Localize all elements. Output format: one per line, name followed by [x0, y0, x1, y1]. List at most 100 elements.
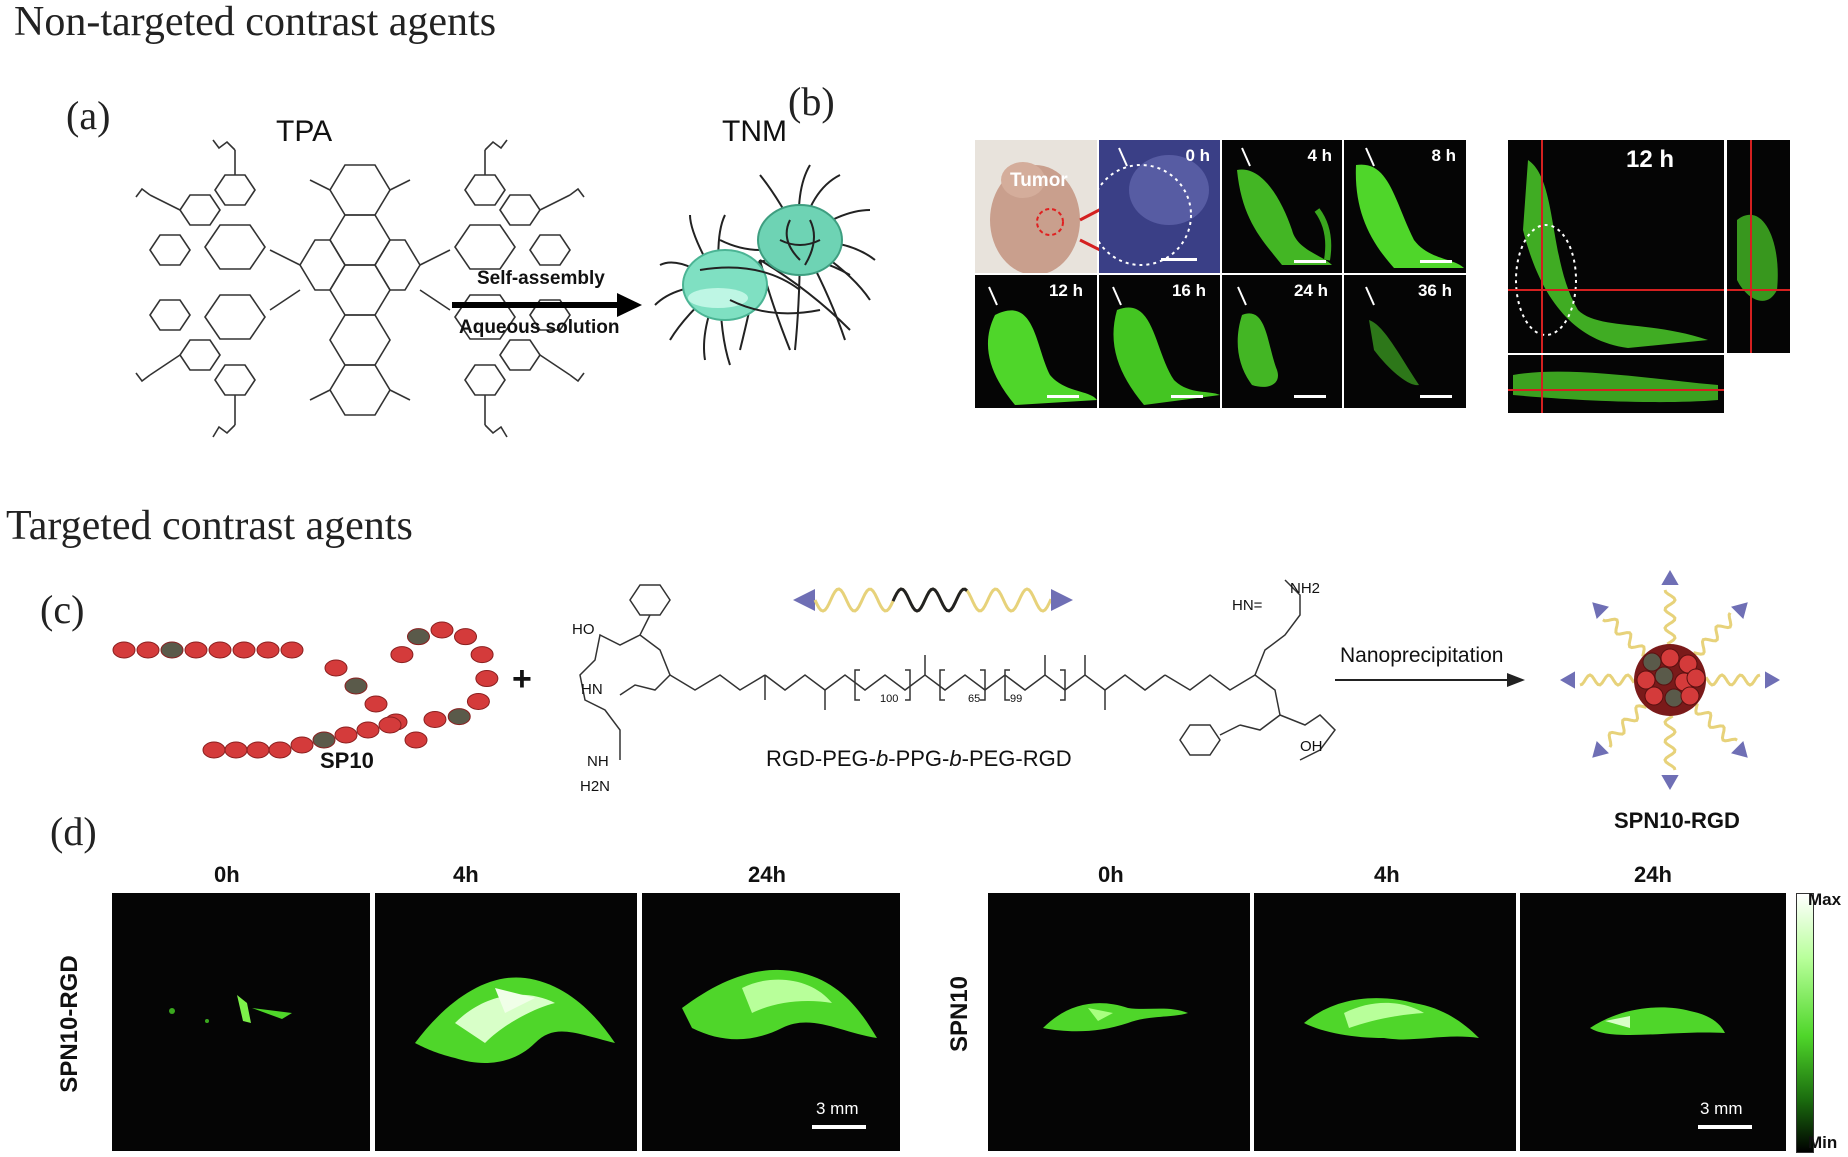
pa-d-right-24h: 3 mm [1520, 893, 1786, 1151]
time-label: 12 h [1049, 281, 1083, 301]
panel-c-label: (c) [40, 586, 84, 633]
section-title-nontargeted: Non-targeted contrast agents [14, 0, 496, 46]
row-label-spn10: SPN10 [946, 959, 974, 1069]
sp10-bead-chain [112, 620, 482, 770]
nanoprecipitation-label: Nanoprecipitation [1340, 644, 1503, 668]
bead [269, 742, 291, 758]
bead [257, 642, 279, 658]
core-bead [1645, 687, 1663, 705]
bead [325, 660, 347, 676]
pa-image-16h: 16 h [1099, 275, 1220, 408]
copolymer-label: RGD-PEG-b-PPG-b-PEG-RGD [766, 746, 1072, 772]
pa-image-4h: 4 h [1222, 140, 1342, 273]
bead [209, 642, 231, 658]
pa-image-0h: 0 h [1099, 140, 1220, 273]
bead [357, 722, 379, 738]
peg-chain [1694, 613, 1731, 654]
sp10-label: SP10 [320, 748, 374, 774]
core-bead [1661, 649, 1679, 667]
rgd-ligand [1560, 671, 1575, 688]
bead [345, 678, 367, 694]
tnm-title: TNM [722, 115, 787, 149]
panel-b-label: (b) [788, 78, 835, 125]
colorbar-max-label: Max [1808, 890, 1841, 910]
peg-chain [1665, 716, 1675, 770]
panel-a-label: (a) [66, 92, 110, 139]
bead [448, 709, 470, 725]
peg-chain [1609, 706, 1646, 747]
pa-d-left-0h [112, 893, 370, 1151]
rgd-ligand [1592, 741, 1609, 758]
pa-ortho-side [1727, 140, 1790, 353]
bead [291, 737, 313, 753]
time-label: 4 h [1307, 146, 1332, 166]
ortho-time-label: 12 h [1626, 146, 1674, 174]
panel-d-label: (d) [50, 808, 97, 855]
pa-image-12h: 12 h [975, 275, 1097, 408]
time-header-4h-left: 4h [453, 862, 479, 888]
bead [161, 642, 183, 658]
bead [365, 696, 387, 712]
colorbar [1796, 893, 1814, 1153]
pa-ortho-main: 12 h [1508, 140, 1724, 353]
sub-99: 99 [1010, 693, 1022, 705]
tnm-micelle [650, 160, 880, 380]
nanoprecipitation-arrow [1335, 670, 1525, 690]
peg-chain [1603, 619, 1644, 656]
peg-chain [1706, 675, 1760, 685]
sub-65: 65 [968, 693, 980, 705]
pa-image-36h: 36 h [1344, 275, 1466, 408]
chem-label: HO [572, 621, 595, 638]
scale-label: 3 mm [816, 1099, 859, 1119]
self-assembly-label: Self-assembly [477, 268, 605, 290]
aqueous-solution-label: Aqueous solution [459, 317, 619, 339]
bead [431, 622, 453, 638]
bead [476, 671, 498, 687]
row-label-spn10-rgd: SPN10-RGD [56, 944, 84, 1104]
colorbar-min-label: Min [1808, 1133, 1837, 1153]
peg-chain [1665, 590, 1675, 644]
bead [379, 717, 401, 733]
rgd-ligand [1592, 602, 1609, 619]
plus-sign: + [512, 660, 532, 699]
panel-a-arrow [452, 290, 642, 320]
core-bead [1643, 653, 1661, 671]
spn10-rgd-label: SPN10-RGD [1614, 808, 1740, 834]
chem-label: NH [587, 753, 609, 770]
bead [137, 642, 159, 658]
pa-d-right-4h [1254, 893, 1516, 1151]
rgd-ligand [1661, 570, 1678, 585]
pa-ortho-bottom [1508, 355, 1724, 413]
rgd-ligand [1661, 775, 1678, 790]
chem-label: HN [581, 681, 603, 698]
time-header-24h-left: 24h [748, 862, 786, 888]
pa-image-8h: 8 h [1344, 140, 1466, 273]
core-bead [1665, 689, 1683, 707]
pa-image-24h: 24 h [1222, 275, 1342, 408]
time-header-0h-left: 0h [214, 862, 240, 888]
bead [313, 732, 335, 748]
bead [185, 642, 207, 658]
time-label: 8 h [1431, 146, 1456, 166]
chem-label: OH [1300, 738, 1323, 755]
pa-d-left-4h [375, 893, 637, 1151]
scale-label: 3 mm [1700, 1099, 1743, 1119]
sub-100: 100 [880, 693, 898, 705]
chem-label: NH2 [1290, 580, 1320, 597]
bead [467, 693, 489, 709]
time-label: 16 h [1172, 281, 1206, 301]
time-label: 0 h [1185, 146, 1210, 166]
time-label: 36 h [1418, 281, 1452, 301]
bead [203, 742, 225, 758]
bead [391, 647, 413, 663]
bead [405, 732, 427, 748]
core-bead [1655, 667, 1673, 685]
mouse-photo: Tumor [975, 140, 1097, 273]
bead [247, 742, 269, 758]
rgd-ligand [1731, 741, 1748, 758]
peg-chain [1580, 675, 1634, 685]
pa-d-left-24h: 3 mm [642, 893, 900, 1151]
chem-label: H2N [580, 778, 610, 795]
bead [455, 629, 477, 645]
core-bead [1637, 671, 1655, 689]
